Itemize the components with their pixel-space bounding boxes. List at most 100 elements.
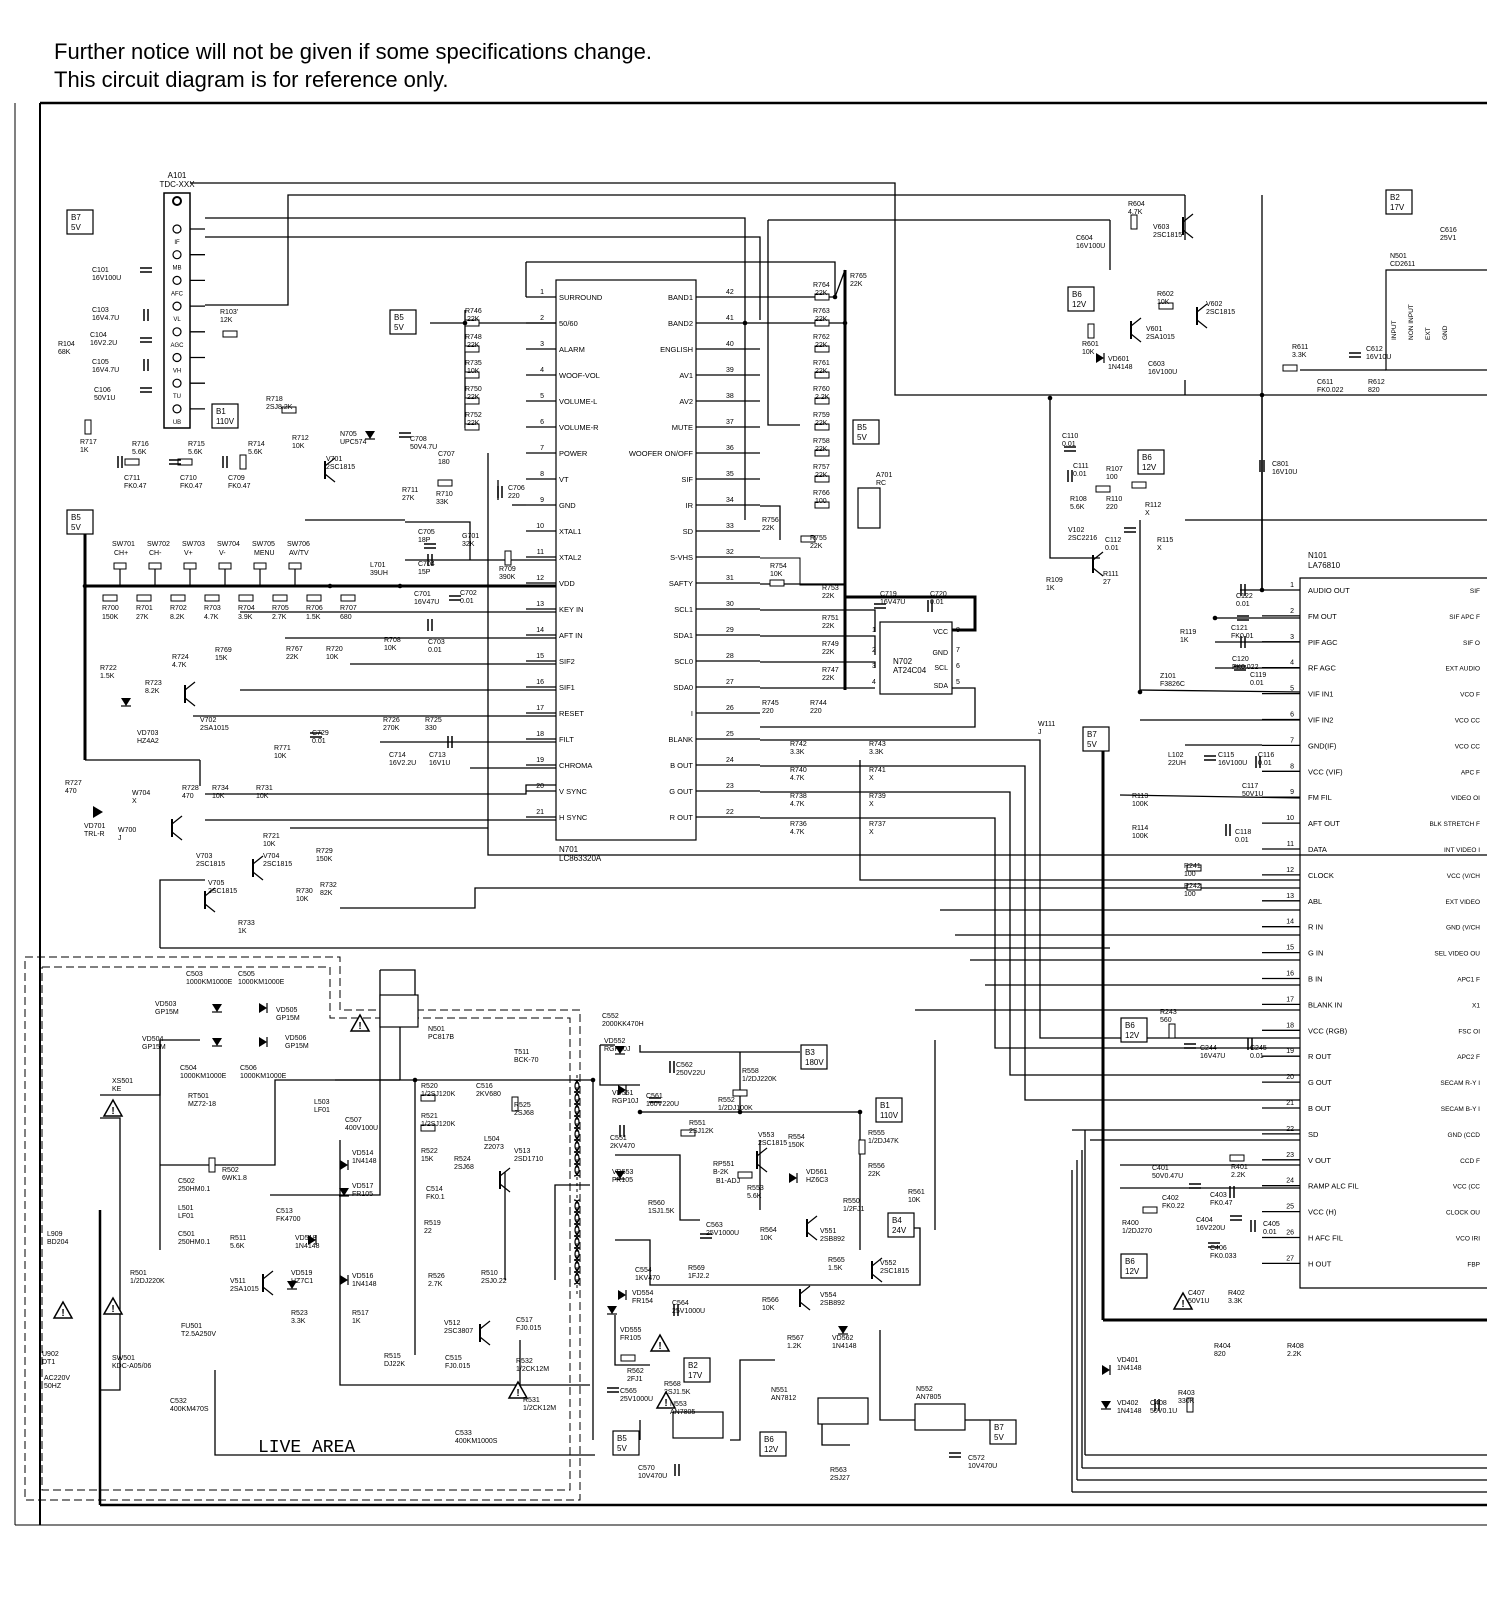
- band-resistor-value: 22K: [815, 446, 828, 453]
- ic-pin-name: G OUT: [1308, 1078, 1332, 1087]
- label-c502: C502: [178, 1178, 195, 1185]
- label-w704: W704: [132, 790, 150, 797]
- label-vd701: TRL-R: [84, 831, 105, 838]
- ic-pin-name: APC1 F: [1457, 977, 1480, 984]
- label-w700: W700: [118, 827, 136, 834]
- label-r522: 15K: [421, 1156, 434, 1163]
- resistor: [511, 1096, 519, 1112]
- diode: [259, 1037, 267, 1047]
- wire: [760, 739, 1300, 1039]
- label-r751: 22K: [822, 623, 835, 630]
- power-box-label: B7: [994, 1423, 1004, 1432]
- label-r242: 100: [1184, 891, 1196, 898]
- label-vd561: HZ6C3: [806, 1177, 828, 1184]
- label-r723: R723: [145, 680, 162, 687]
- label-r550: 1/2FJ1: [843, 1206, 865, 1213]
- transistor-emitter: [479, 1336, 491, 1346]
- label-r736: 4.7K: [790, 829, 805, 836]
- label-r728: 470: [182, 793, 194, 800]
- label-r727: R727: [65, 780, 82, 787]
- band-resistor-ref: R764: [813, 282, 830, 289]
- ic-pin-name: GND(IF): [1308, 741, 1337, 750]
- ic-pin-number: 10: [1286, 815, 1294, 822]
- mcu-pin-name: MUTE: [672, 423, 693, 432]
- label-c711: C711: [124, 475, 140, 482]
- label-c713: 16V1U: [429, 760, 450, 767]
- label-l504: L504: [484, 1136, 500, 1143]
- label-vd517: FR105: [352, 1191, 373, 1198]
- label-r110: R110: [1106, 496, 1122, 503]
- power-box-value: 24V: [892, 1226, 907, 1235]
- diode: [1102, 1365, 1110, 1375]
- transformer-coil: [574, 1271, 581, 1285]
- label-c705: 18P: [418, 537, 431, 544]
- label-vd703: VD703: [137, 730, 159, 737]
- resistor: [84, 419, 92, 435]
- switch-ref: SW705: [252, 541, 275, 548]
- switch-name: V+: [184, 550, 193, 557]
- label-r562: 2FJ1: [627, 1376, 643, 1383]
- resistor: [814, 319, 830, 327]
- label-r729: R729: [316, 848, 333, 855]
- ic-pin-number: 26: [1286, 1230, 1294, 1237]
- transistor-emitter: [171, 831, 183, 841]
- label-r563: 2SJ27: [830, 1475, 850, 1482]
- label-r517: R517: [352, 1310, 369, 1317]
- label-r502: 6WK1.8: [222, 1175, 247, 1182]
- volume-resistor-ref: R735: [465, 360, 482, 367]
- power-box-value: 5V: [1087, 740, 1097, 749]
- power-box-label: B1: [216, 407, 226, 416]
- label-c703: 0.01: [428, 647, 442, 654]
- warning-icon-mark: !: [658, 1341, 661, 1352]
- mcu-pin-number: 33: [726, 523, 734, 530]
- regulator-n553: [672, 1411, 724, 1439]
- label-r107: R107: [1106, 466, 1123, 473]
- label-r720: R720: [326, 646, 343, 653]
- ic-pin-number: 16: [1286, 971, 1294, 978]
- band-resistor-value: 22K: [815, 472, 828, 479]
- label-r523: 3.3K: [291, 1318, 306, 1325]
- transistor-collector: [799, 1285, 811, 1295]
- label-vd701: VD701: [84, 823, 106, 830]
- switch-ref: SW702: [147, 541, 170, 548]
- label-v513: 2SD1710: [514, 1156, 543, 1163]
- mcu-pin-name: BAND1: [668, 293, 693, 302]
- label-n551: N551: [771, 1387, 788, 1394]
- label-r730: R730: [296, 888, 313, 895]
- remote-receiver-a701: [857, 487, 881, 529]
- label-r402: 3.3K: [1228, 1298, 1243, 1305]
- label-r404: 820: [1214, 1351, 1226, 1358]
- ic-pin-name: SIF O: [1463, 640, 1480, 647]
- label-r604: 4.7K: [1128, 209, 1143, 216]
- band-resistor-value: 22K: [815, 290, 828, 297]
- label-c702: 0.01: [460, 598, 474, 605]
- label-c701: C701: [414, 591, 431, 598]
- switch-name: CH-: [149, 550, 162, 557]
- label-r515: R515: [384, 1353, 401, 1360]
- resistor: [800, 535, 816, 543]
- key-resistor-ref: R702: [170, 605, 187, 612]
- label-c515: FJ0.015: [445, 1363, 470, 1370]
- label-n553: N553: [670, 1401, 687, 1408]
- label-r526: R526: [428, 1273, 445, 1280]
- ic-pin-number: 1: [1290, 582, 1294, 589]
- mcu-pin-name: SCL0: [674, 657, 693, 666]
- diode: [212, 1004, 222, 1012]
- label-c106: C106: [94, 387, 111, 394]
- transistor-emitter: [1092, 567, 1104, 577]
- ic-pin-number: 6: [1290, 712, 1294, 719]
- ic-pin-number: 15: [1286, 945, 1294, 952]
- label-r112: X: [1145, 510, 1150, 517]
- volume-resistor-ref: R752: [465, 412, 482, 419]
- label-c502: 250HM0.1: [178, 1186, 210, 1193]
- power-box-b7a: [66, 209, 94, 235]
- power-box-label: B7: [1087, 730, 1097, 739]
- key-resistor-ref: R703: [204, 605, 221, 612]
- power-box-value: 17V: [688, 1371, 703, 1380]
- label-r568: 2SJ1.5K: [664, 1389, 691, 1396]
- label-c121: C121: [1231, 625, 1248, 632]
- resistor: [437, 479, 453, 487]
- label-r242: R242: [1184, 883, 1201, 890]
- wire: [760, 609, 876, 632]
- label-n553: AN7805: [670, 1409, 695, 1416]
